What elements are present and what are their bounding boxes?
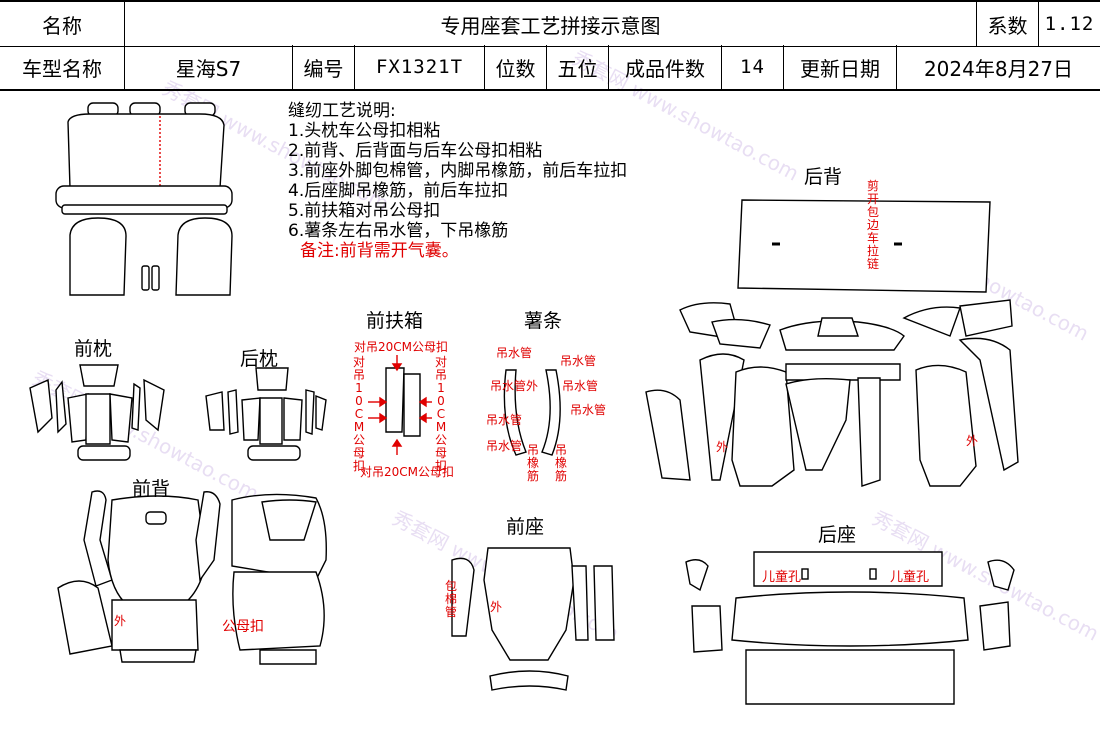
pattern-drawing bbox=[29, 102, 1019, 705]
name-label: 名称 bbox=[0, 2, 125, 46]
annotation-child-hole-left: 儿童孔 bbox=[762, 570, 802, 585]
model-label: 车型名称 bbox=[0, 45, 125, 89]
coef-value: 1.12 bbox=[1044, 13, 1095, 35]
annotation-water-pipe-outer: 吊水管外 bbox=[490, 379, 539, 393]
annotation-water-pipe: 吊水管 bbox=[496, 346, 533, 360]
annotation-rubber-left: 吊橡筋 bbox=[526, 443, 539, 483]
notes-title: 缝纫工艺说明: bbox=[288, 101, 396, 121]
annotation-water-pipe: 吊水管 bbox=[562, 379, 599, 393]
annotation-water-pipe: 吊水管 bbox=[570, 403, 607, 417]
section-front-armrest: 前扶箱 bbox=[366, 310, 424, 332]
annotation-hang-10cm-right: 对吊10CM公母扣 bbox=[434, 355, 447, 473]
code-label: 编号 bbox=[293, 45, 355, 89]
annotation-snap: 公母扣 bbox=[222, 619, 264, 635]
code-value: FX1321T bbox=[355, 45, 485, 89]
section-rear-headrest: 后枕 bbox=[240, 348, 279, 370]
strip-pattern bbox=[503, 369, 561, 456]
annotation-outer-rear-back-right: 外 bbox=[966, 434, 979, 448]
note-item: 4.后座脚吊橡筋，前后车拉扣 bbox=[288, 181, 509, 201]
front-headrest-pattern bbox=[29, 364, 165, 461]
section-strip: 薯条 bbox=[524, 310, 563, 332]
sewing-notes: 缝纫工艺说明: 1.头枕车公母扣相粘 2.前背、后背面与后车公母扣相粘 3.前座… bbox=[288, 101, 627, 261]
note-item: 1.头枕车公母扣相粘 bbox=[288, 121, 441, 141]
note-item: 5.前扶箱对吊公母扣 bbox=[288, 201, 441, 221]
date-label: 更新日期 bbox=[784, 45, 897, 89]
annotation-water-pipe: 吊水管 bbox=[560, 354, 597, 368]
annotation-child-hole-right: 儿童孔 bbox=[890, 570, 930, 585]
rear-back-pattern bbox=[645, 199, 1019, 487]
date-value: 2024年8月27日 bbox=[923, 56, 1074, 81]
model-value: 星海S7 bbox=[125, 45, 293, 89]
seat-overview-diagram bbox=[55, 102, 233, 296]
header-table: 名称 专用座套工艺拼接示意图 系数 1.12 车型名称 星海S7 编号 FX13… bbox=[0, 0, 1100, 91]
header-row-2: 车型名称 星海S7 编号 FX1321T 位数 五位 成品件数 14 更新日期 … bbox=[0, 45, 1100, 91]
annotation-water-pipe: 吊水管 bbox=[486, 439, 523, 453]
page-title: 专用座套工艺拼接示意图 bbox=[125, 2, 977, 46]
front-back-pattern bbox=[57, 490, 327, 665]
note-item: 6.薯条左右吊水管，下吊橡筋 bbox=[288, 221, 509, 241]
section-front-back: 前背 bbox=[132, 478, 171, 500]
annotation-rubber-right: 吊橡筋 bbox=[554, 443, 567, 483]
section-rear-seat: 后座 bbox=[818, 524, 857, 546]
seats-label: 位数 bbox=[485, 45, 547, 89]
seats-value: 五位 bbox=[547, 45, 609, 89]
note-item: 2.前背、后背面与后车公母扣相粘 bbox=[288, 141, 543, 161]
annotation-hang-10cm-left: 对吊10CM公母扣 bbox=[352, 355, 365, 473]
section-rear-back: 后背 bbox=[804, 166, 843, 188]
note-item: 3.前座外脚包棉管，内脚吊橡筋，前后车拉扣 bbox=[288, 161, 628, 181]
header-row-1: 名称 专用座套工艺拼接示意图 系数 1.12 bbox=[0, 0, 1100, 47]
annotation-wrap-pipe: 包棉管 bbox=[444, 579, 457, 619]
rear-seat-pattern bbox=[685, 551, 1015, 705]
annotation-outer-rear-back-left: 外 bbox=[716, 440, 729, 454]
pieces-label: 成品件数 bbox=[609, 45, 722, 89]
rear-headrest-pattern bbox=[205, 367, 327, 461]
coef-label: 系数 bbox=[977, 2, 1039, 46]
annotation-water-pipe: 吊水管 bbox=[486, 413, 523, 427]
front-seat-pattern bbox=[451, 547, 615, 691]
front-armrest-pattern bbox=[368, 355, 432, 455]
notes-remark: 备注:前背需开气囊。 bbox=[300, 241, 459, 261]
section-front-headrest: 前枕 bbox=[74, 338, 113, 360]
annotation-zipper: 剪开包边车拉链 bbox=[866, 179, 879, 271]
annotation-hang-20cm-top: 对吊20CM公母扣 bbox=[354, 340, 449, 354]
annotation-hang-20cm-bottom: 对吊20CM公母扣 bbox=[360, 465, 455, 479]
pieces-value: 14 bbox=[722, 45, 784, 89]
annotation-outer-front-seat: 外 bbox=[490, 600, 503, 614]
annotation-outer-front-back: 外 bbox=[114, 614, 127, 628]
section-front-seat: 前座 bbox=[506, 516, 545, 538]
